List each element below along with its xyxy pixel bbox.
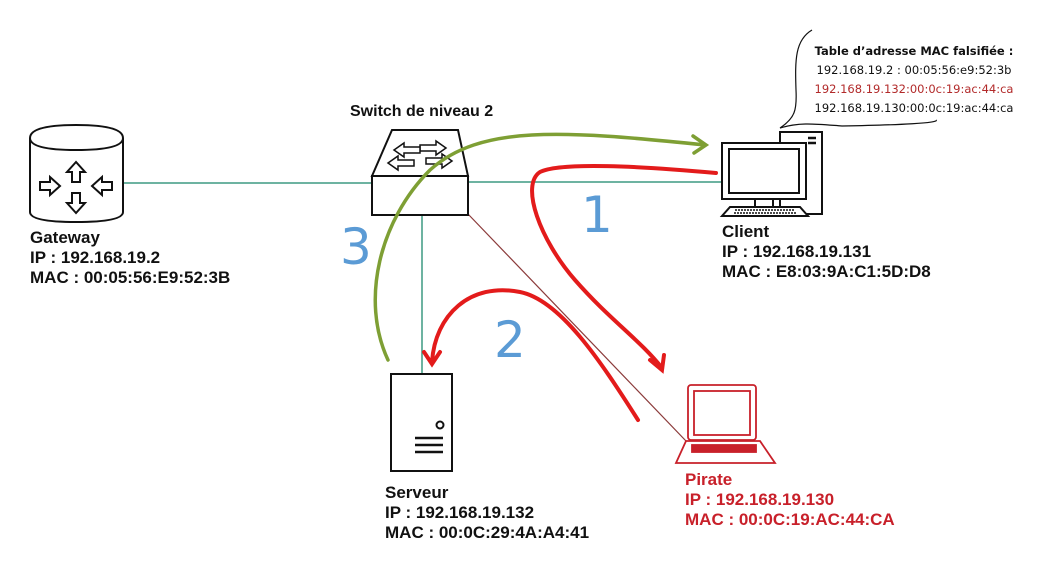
gateway-ip: IP : 192.168.19.2 xyxy=(30,248,161,267)
mac-table-row-spoofed: 192.168.19.132:00:0c:19:ac:44:ca xyxy=(814,82,1014,96)
step-1-arrow xyxy=(530,163,718,374)
mac-table-title: Table d’adresse MAC falsifiée : xyxy=(814,44,1014,58)
switch-icon xyxy=(370,129,470,216)
step-3-arrow xyxy=(373,132,710,362)
gateway-mac: MAC : 00:05:56:E9:52:3B xyxy=(30,268,231,287)
step-3-number: 3 xyxy=(340,218,372,276)
pirate-name: Pirate xyxy=(685,470,733,489)
pirate-mac: MAC : 00:0C:19:AC:44:CA xyxy=(685,510,895,529)
client-ip: IP : 192.168.19.131 xyxy=(722,242,872,261)
step-2-arrow xyxy=(422,288,640,422)
gateway-name: Gateway xyxy=(30,228,100,247)
client-label: Client IP : 192.168.19.131 MAC : E8:03:9… xyxy=(722,222,931,282)
server-icon xyxy=(390,373,453,472)
desktop-computer-icon xyxy=(719,131,823,217)
mac-table: Table d’adresse MAC falsifiée : 192.168.… xyxy=(796,42,1032,118)
laptop-icon xyxy=(674,384,777,464)
step-1-number: 1 xyxy=(581,186,613,244)
step-2-number: 2 xyxy=(494,311,526,369)
serveur-ip: IP : 192.168.19.132 xyxy=(385,503,535,522)
mac-table-row: 192.168.19.2 : 00:05:56:e9:52:3b xyxy=(816,63,1012,77)
link-switch-pirate xyxy=(467,213,687,442)
router-icon xyxy=(29,123,124,224)
mac-table-row: 192.168.19.130:00:0c:19:ac:44:ca xyxy=(814,101,1014,115)
pirate-ip: IP : 192.168.19.130 xyxy=(685,490,835,509)
speech-bubble xyxy=(779,29,937,129)
serveur-name: Serveur xyxy=(385,483,449,502)
client-name: Client xyxy=(722,222,770,241)
switch-label: Switch de niveau 2 xyxy=(350,103,494,120)
pirate-label: Pirate IP : 192.168.19.130 MAC : 00:0C:1… xyxy=(685,470,895,530)
client-mac: MAC : E8:03:9A:C1:5D:D8 xyxy=(722,262,931,281)
gateway-label: Gateway IP : 192.168.19.2 MAC : 00:05:56… xyxy=(30,228,230,288)
serveur-mac: MAC : 00:0C:29:4A:A4:41 xyxy=(385,523,590,542)
serveur-label: Serveur IP : 192.168.19.132 MAC : 00:0C:… xyxy=(385,483,589,543)
